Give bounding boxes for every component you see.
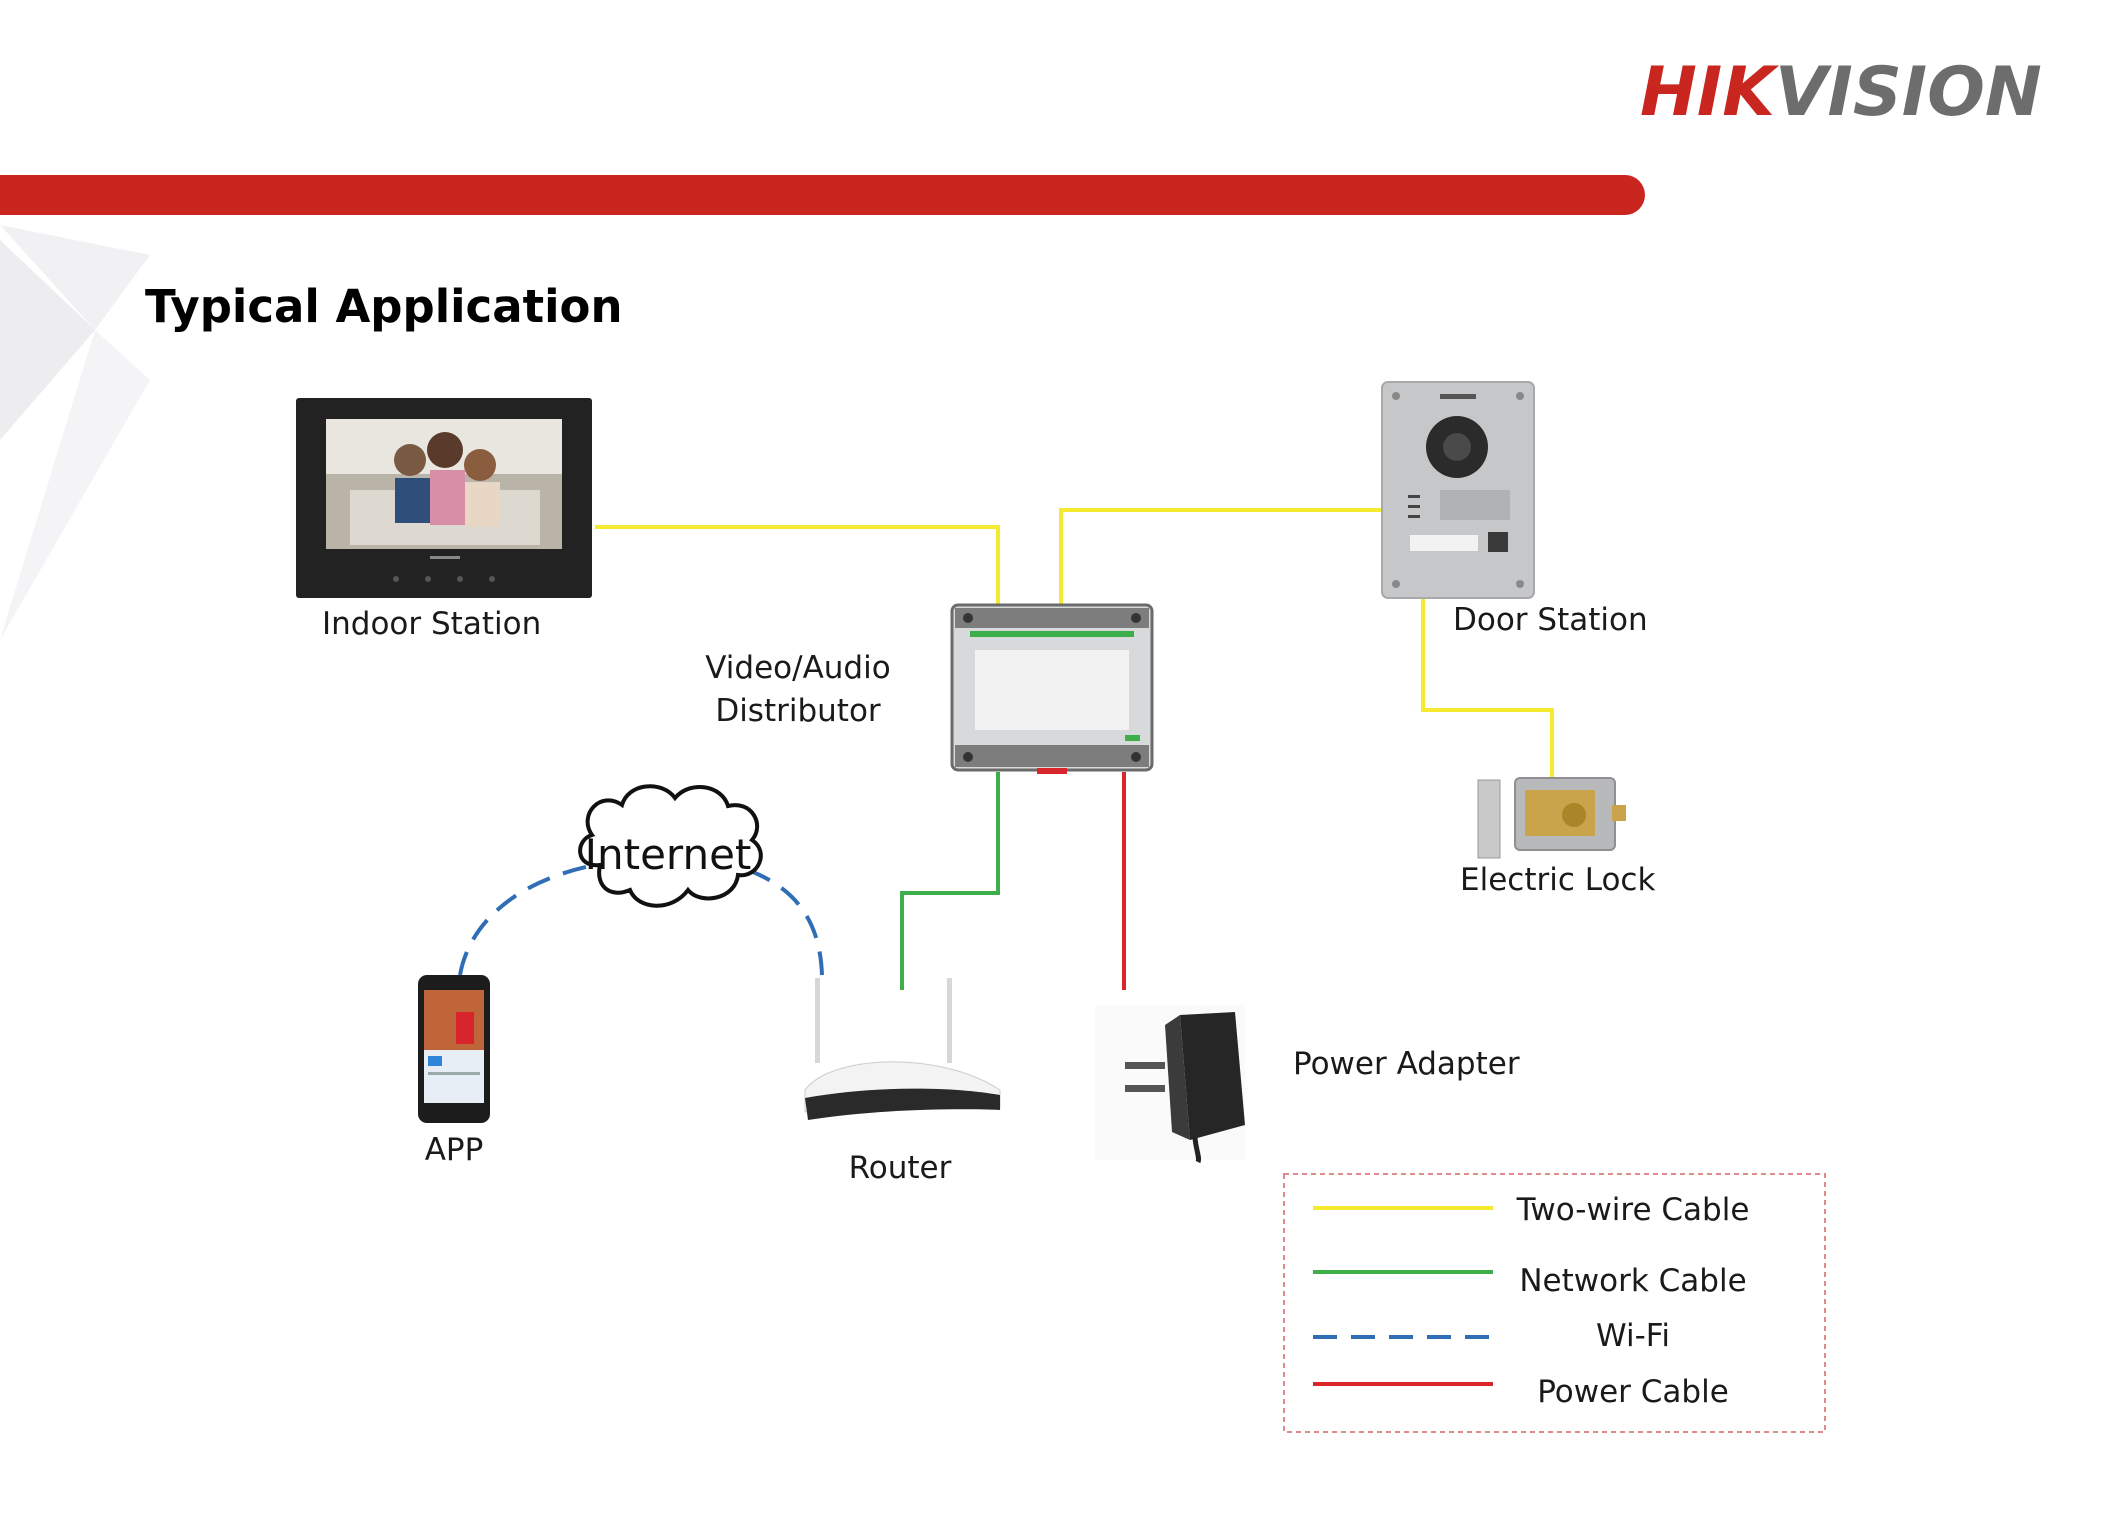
power-adapter-label: Power Adapter	[1293, 1046, 1520, 1082]
network-cable	[900, 772, 1000, 990]
distributor-label-line2: Distributor	[715, 693, 881, 729]
hikvision-logo: HIKVISION ®	[1640, 53, 2042, 132]
legend-label-2: Wi-Fi	[1596, 1318, 1670, 1354]
distributor-label-line1: Video/Audio	[705, 650, 890, 686]
cloud-icon	[578, 784, 763, 908]
router-label: Router	[849, 1150, 952, 1186]
electric-lock-icon	[1477, 777, 1626, 859]
door-station-icon	[1381, 381, 1535, 599]
router-icon	[804, 978, 1001, 1120]
app-label: APP	[425, 1132, 484, 1168]
door-station-label: Door Station	[1453, 602, 1648, 638]
legend-label-1: Network Cable	[1519, 1263, 1746, 1299]
internet-label: Internet	[585, 830, 752, 879]
smartphone-icon	[418, 975, 490, 1123]
legend-box	[1283, 1173, 1826, 1433]
page-title: Typical Application	[145, 280, 623, 333]
header-red-bar	[0, 175, 1645, 215]
logo-red-text: HIK	[1640, 53, 1779, 132]
two-wire-cables	[595, 508, 1554, 778]
legend-label-0: Two-wire Cable	[1516, 1192, 1750, 1228]
electric-lock-label: Electric Lock	[1460, 862, 1655, 898]
legend-label-3: Power Cable	[1537, 1374, 1729, 1410]
power-adapter-icon	[1095, 1005, 1245, 1164]
indoor-monitor-icon	[296, 398, 592, 598]
registered-mark: ®	[2026, 66, 2040, 82]
background-watermark-shape	[0, 225, 150, 640]
wifi-links	[458, 863, 824, 976]
svg-text:HIKVISION: HIKVISION	[1640, 53, 2042, 132]
distributor-icon	[950, 603, 1154, 774]
indoor-station-label: Indoor Station	[322, 606, 541, 642]
logo-gray-text: VISION	[1775, 53, 2042, 132]
